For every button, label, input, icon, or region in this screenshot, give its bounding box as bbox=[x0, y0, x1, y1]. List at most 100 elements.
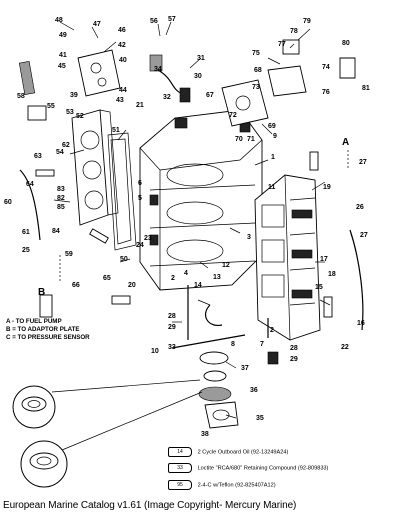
legend-line-b: B = TO ADAPTOR PLATE bbox=[6, 326, 80, 334]
callout-15: 15 bbox=[315, 284, 323, 291]
callout-58: 58 bbox=[17, 93, 25, 100]
callout-52: 52 bbox=[76, 113, 84, 120]
callout-67: 67 bbox=[206, 92, 214, 99]
callout-13: 13 bbox=[213, 274, 221, 281]
callout-29: 29 bbox=[168, 324, 176, 331]
callout-20: 20 bbox=[128, 282, 136, 289]
callout-45: 45 bbox=[58, 63, 66, 70]
callout-59: 59 bbox=[65, 251, 73, 258]
callout-38: 38 bbox=[201, 431, 209, 438]
callout-46: 46 bbox=[118, 27, 126, 34]
callout-24: 24 bbox=[136, 242, 144, 249]
head-gasket bbox=[107, 132, 137, 251]
callout-73: 73 bbox=[252, 84, 260, 91]
callout-71: 71 bbox=[247, 136, 255, 143]
callout-11: 11 bbox=[268, 184, 276, 191]
marker-b: B bbox=[38, 287, 45, 298]
callout-6: 6 bbox=[138, 180, 142, 187]
callout-8: 8 bbox=[231, 341, 235, 348]
callout-25: 25 bbox=[22, 247, 30, 254]
callout-9: 9 bbox=[273, 133, 277, 140]
callout-42: 42 bbox=[118, 42, 126, 49]
callout-17: 17 bbox=[320, 256, 328, 263]
callout-63: 63 bbox=[34, 153, 42, 160]
callout-77: 77 bbox=[278, 41, 286, 48]
sealant-key-grease: 95 2-4-C w/Teflon (92-825407A12) bbox=[168, 480, 276, 490]
callout-76: 76 bbox=[322, 89, 330, 96]
callout-22: 22 bbox=[341, 344, 349, 351]
oil-seal-assembly bbox=[198, 351, 239, 429]
sealant-tube-icon: 33 bbox=[168, 463, 192, 473]
callout-82: 82 bbox=[57, 195, 65, 202]
callout-49: 49 bbox=[59, 32, 67, 39]
callout-57: 57 bbox=[168, 16, 176, 23]
copyright-footer: European Marine Catalog v1.61 (Image Cop… bbox=[3, 500, 297, 511]
callout-30: 30 bbox=[194, 73, 202, 80]
callout-85: 85 bbox=[57, 204, 65, 211]
sealant-key-oil: 14 2 Cycle Outboard Oil (92-13249A24) bbox=[168, 447, 288, 457]
legend-line-a: A - TO FUEL PUMP bbox=[6, 318, 62, 325]
callout-48: 48 bbox=[55, 17, 63, 24]
callout-28b: 28 bbox=[290, 345, 298, 352]
callout-60: 60 bbox=[4, 199, 12, 206]
callout-5: 5 bbox=[138, 195, 142, 202]
callout-55: 55 bbox=[47, 103, 55, 110]
callout-41: 41 bbox=[59, 52, 67, 59]
callout-10: 10 bbox=[151, 348, 159, 355]
callout-19: 19 bbox=[323, 184, 331, 191]
callout-65: 65 bbox=[103, 275, 111, 282]
callout-35: 35 bbox=[256, 415, 264, 422]
callout-27: 27 bbox=[359, 159, 367, 166]
callout-51: 51 bbox=[112, 127, 120, 134]
top-bracket bbox=[77, 49, 121, 97]
crankcase-cover bbox=[254, 174, 321, 341]
sealant-key-text: Loctite "RCA/680" Retaining Compound (92… bbox=[197, 465, 329, 472]
callout-75: 75 bbox=[252, 50, 260, 57]
sealant-tube-icon: 14 bbox=[168, 447, 192, 457]
sealant-key-loctite: 33 Loctite "RCA/680" Retaining Compound … bbox=[168, 463, 328, 473]
callout-28: 28 bbox=[168, 313, 176, 320]
sealant-key-text: 2 Cycle Outboard Oil (92-13249A24) bbox=[197, 449, 289, 456]
callout-31: 31 bbox=[197, 55, 205, 62]
callout-37: 37 bbox=[241, 365, 249, 372]
sealant-key-text: 2-4-C w/Teflon (92-825407A12) bbox=[197, 482, 276, 489]
callout-29b: 29 bbox=[290, 356, 298, 363]
callout-81: 81 bbox=[362, 85, 370, 92]
callout-50: 50 bbox=[120, 256, 128, 263]
callout-2: 2 bbox=[171, 275, 175, 282]
callout-80: 80 bbox=[342, 40, 350, 47]
callout-68: 68 bbox=[254, 67, 262, 74]
callout-18: 18 bbox=[328, 271, 336, 278]
valve-body bbox=[27, 105, 47, 121]
callout-3: 3 bbox=[247, 234, 251, 241]
callout-4: 4 bbox=[184, 270, 188, 277]
callout-16: 16 bbox=[357, 320, 365, 327]
callout-74: 74 bbox=[322, 64, 330, 71]
callout-36: 36 bbox=[250, 387, 258, 394]
callout-2b: 2 bbox=[270, 327, 274, 334]
callout-33: 33 bbox=[168, 344, 176, 351]
callout-84: 84 bbox=[52, 228, 60, 235]
callout-79: 79 bbox=[303, 18, 311, 25]
sealant-tube-icon: 95 bbox=[168, 480, 192, 490]
callout-66: 66 bbox=[72, 282, 80, 289]
callout-14: 14 bbox=[194, 282, 202, 289]
callout-12: 12 bbox=[222, 262, 230, 269]
callout-34: 34 bbox=[154, 66, 162, 73]
legend-line-c: C = TO PRESSURE SENSOR bbox=[6, 334, 90, 342]
callout-78: 78 bbox=[290, 28, 298, 35]
callout-83: 83 bbox=[57, 186, 65, 193]
callout-61: 61 bbox=[22, 229, 30, 236]
callout-54: 54 bbox=[56, 149, 64, 156]
callout-53: 53 bbox=[66, 109, 74, 116]
callout-56: 56 bbox=[150, 18, 158, 25]
callout-40: 40 bbox=[119, 57, 127, 64]
callout-1: 1 bbox=[271, 154, 275, 161]
callout-27b: 27 bbox=[360, 232, 368, 239]
bypass-housing bbox=[221, 39, 356, 127]
marker-a: A bbox=[342, 137, 349, 148]
callout-7: 7 bbox=[260, 341, 264, 348]
